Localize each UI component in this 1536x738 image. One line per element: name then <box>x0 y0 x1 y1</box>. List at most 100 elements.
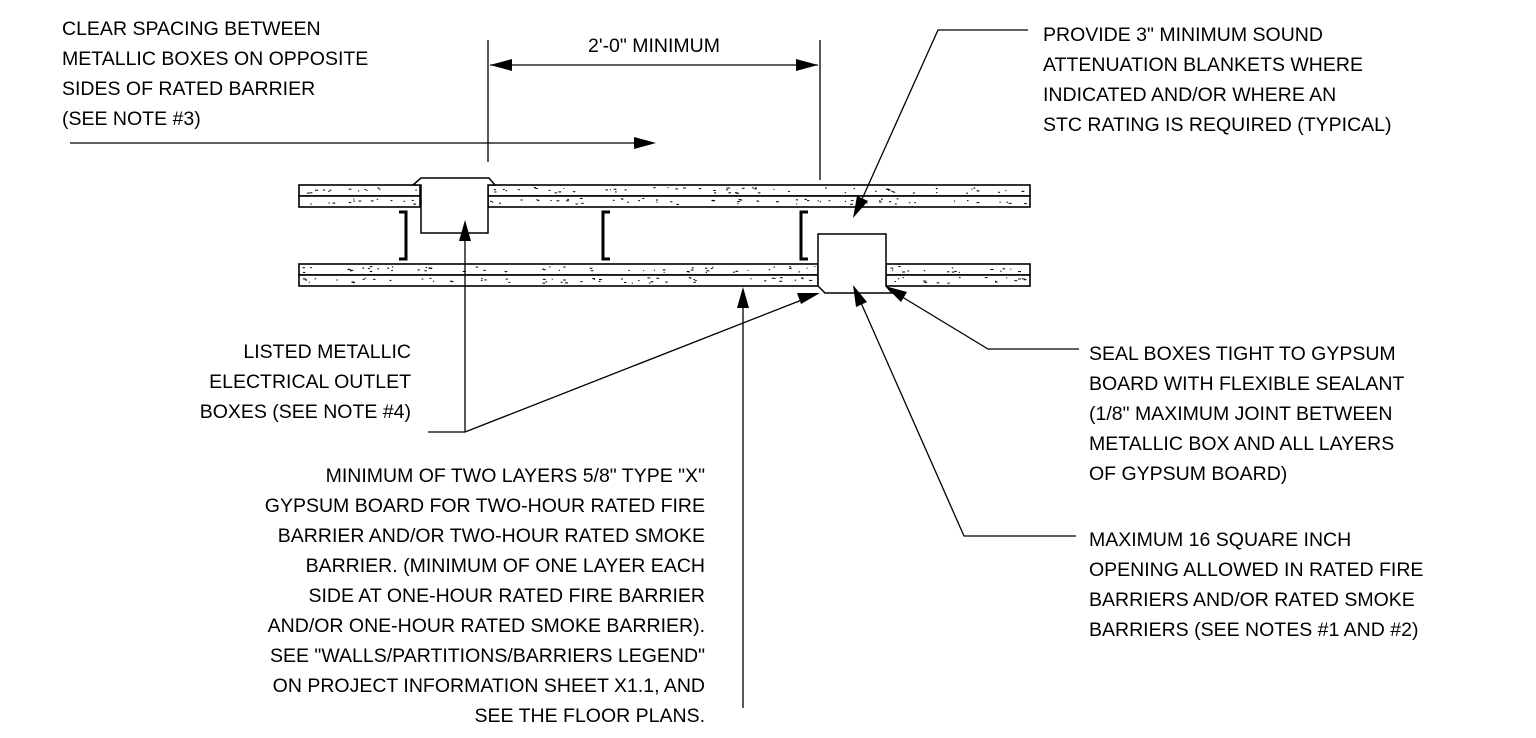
gypsum-speck <box>800 277 804 279</box>
gypsum-speck <box>935 188 938 190</box>
gypsum-speck <box>391 270 393 271</box>
note-gypsum-layers-line: ON PROJECT INFORMATION SHEET X1.1, AND <box>273 675 705 697</box>
gypsum-speck <box>508 281 511 283</box>
note-max-opening-line: BARRIERS AND/OR RATED SMOKE <box>1089 589 1415 611</box>
note-gypsum-layers-line: BARRIER AND/OR TWO-HOUR RATED SMOKE <box>278 525 705 547</box>
gypsum-speck <box>990 269 994 270</box>
gypsum-speck <box>628 269 630 271</box>
gypsum-speck <box>798 271 801 273</box>
note-clear-spacing-line: CLEAR SPACING BETWEEN <box>62 18 321 40</box>
gypsum-board-wall <box>298 184 1031 287</box>
gypsum-speck <box>310 192 313 194</box>
gypsum-speck <box>357 190 360 192</box>
gypsum-speck <box>364 189 366 190</box>
note-sound-attenuation-line: STC RATING IS REQUIRED (TYPICAL) <box>1043 114 1392 136</box>
gypsum-speck <box>609 189 611 191</box>
gypsum-speck <box>844 192 847 194</box>
gypsum-texture <box>302 187 1027 284</box>
gypsum-board-bottom-right-outer <box>885 274 1031 287</box>
gypsum-speck <box>757 192 761 194</box>
gypsum-speck <box>505 278 508 280</box>
metal-stud-2 <box>601 210 610 261</box>
gypsum-speck <box>575 203 578 205</box>
gypsum-speck <box>377 187 380 189</box>
gypsum-speck <box>773 188 775 190</box>
note-outlet-boxes-line: BOXES (SEE NOTE #4) <box>200 401 411 423</box>
gypsum-speck <box>756 200 760 202</box>
gypsum-speck <box>875 190 877 192</box>
gypsum-speck <box>413 203 417 205</box>
gypsum-speck <box>315 189 319 191</box>
gypsum-board-bottom-left-outer <box>298 274 819 287</box>
note-seal-boxes-line: BOARD WITH FLEXIBLE SEALANT <box>1089 373 1404 395</box>
gypsum-speck <box>1014 280 1018 282</box>
note-clear-spacing-line: METALLIC BOXES ON OPPOSITE <box>62 48 368 70</box>
gypsum-speck <box>889 201 892 203</box>
note-outlet-boxes-line: ELECTRICAL OUTLET <box>209 371 411 393</box>
gypsum-speck <box>631 282 633 284</box>
gypsum-speck <box>328 202 330 204</box>
gypsum-board-bottom-left-inner <box>298 263 819 276</box>
note-gypsum-layers: MINIMUM OF TWO LAYERS 5/8" TYPE "X" GYPS… <box>265 465 705 727</box>
gypsum-speck <box>691 267 694 269</box>
gypsum-speck <box>612 199 615 201</box>
gypsum-speck <box>362 278 365 280</box>
note-outlet-boxes-line: LISTED METALLIC <box>243 341 411 363</box>
gypsum-speck <box>771 277 775 279</box>
gypsum-speck <box>1018 271 1021 273</box>
gypsum-speck <box>314 278 317 280</box>
gypsum-speck <box>542 278 546 280</box>
note-sound-attenuation: PROVIDE 3" MINIMUM SOUND ATTENUATION BLA… <box>1043 24 1392 136</box>
gypsum-speck <box>615 191 617 193</box>
gypsum-speck <box>764 280 767 282</box>
gypsum-speck <box>776 201 780 203</box>
leader-max-opening <box>857 295 1076 537</box>
gypsum-speck <box>347 269 349 271</box>
gypsum-speck <box>804 198 807 200</box>
gypsum-speck <box>543 269 546 271</box>
gypsum-speck <box>912 192 915 194</box>
gypsum-speck <box>551 278 553 280</box>
gypsum-speck <box>558 191 562 193</box>
gypsum-speck <box>329 189 332 191</box>
note-gypsum-layers-line: MINIMUM OF TWO LAYERS 5/8" TYPE "X" <box>326 465 705 487</box>
gypsum-speck <box>370 200 374 202</box>
gypsum-speck <box>350 270 352 272</box>
gypsum-speck <box>958 271 960 273</box>
note-gypsum-layers-line: AND/OR ONE-HOUR RATED SMOKE BARRIER). <box>268 615 705 637</box>
dimension-arrow-right <box>796 59 818 71</box>
note-max-opening-line: OPENING ALLOWED IN RATED FIRE <box>1089 559 1423 581</box>
gypsum-speck <box>923 280 927 282</box>
gypsum-speck <box>774 278 776 279</box>
gypsum-speck <box>310 267 312 269</box>
gypsum-speck <box>739 199 743 201</box>
gypsum-speck <box>747 269 749 271</box>
dimension: 2'-0" MINIMUM <box>487 35 821 180</box>
gypsum-speck <box>954 270 957 272</box>
gypsum-speck <box>450 280 453 282</box>
gypsum-speck <box>1021 191 1024 192</box>
gypsum-speck <box>549 266 551 268</box>
gypsum-speck <box>494 191 497 193</box>
gypsum-speck <box>563 188 565 189</box>
gypsum-speck <box>976 202 980 204</box>
leader-seal-boxes-arrow <box>885 286 907 302</box>
gypsum-speck <box>653 187 656 189</box>
gypsum-speck <box>737 203 739 205</box>
gypsum-speck <box>907 270 910 272</box>
gypsum-speck <box>894 281 897 282</box>
gypsum-speck <box>373 278 376 280</box>
gypsum-speck <box>924 281 927 283</box>
gypsum-speck <box>893 191 896 193</box>
gypsum-speck <box>890 267 894 269</box>
gypsum-speck <box>302 278 306 280</box>
gypsum-speck <box>550 200 552 201</box>
gypsum-speck <box>432 280 435 282</box>
note-max-opening-line: MAXIMUM 16 SQUARE INCH <box>1089 529 1351 551</box>
gypsum-speck <box>542 268 544 270</box>
gypsum-speck <box>425 267 427 268</box>
gypsum-speck <box>638 280 640 282</box>
gypsum-speck <box>1024 279 1027 281</box>
gypsum-speck <box>589 267 593 269</box>
gypsum-speck <box>499 202 501 204</box>
